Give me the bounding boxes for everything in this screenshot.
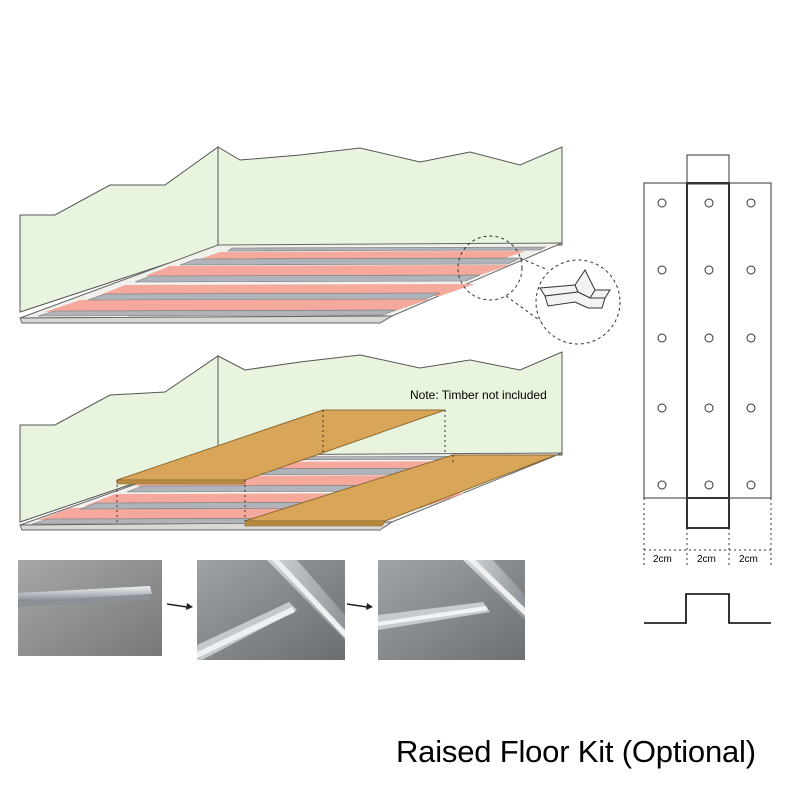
rail-plan-drawing [643,154,772,624]
single-rail-photo [18,560,162,656]
dimension-right: 2cm [739,554,758,565]
rail-cross-section [644,593,771,624]
rail-channel-top-tab [686,154,730,185]
zoom-circle-small [457,235,523,301]
rail-profile-detail [539,269,611,309]
rails-fitted-photo [378,560,525,660]
top-floor-scene [19,146,621,345]
dimension-labels: 2cm 2cm 2cm [653,554,758,565]
rails-joined-photo [197,560,345,660]
dimension-middle: 2cm [697,554,716,565]
rail-channel [686,182,730,529]
middle-left-wall [19,355,219,523]
arrow-icon [165,597,193,616]
page-title: Raised Floor Kit (Optional) [396,734,756,769]
top-left-wall [19,146,219,313]
timber-note: Note: Timber not included [410,388,547,402]
arrow-icon [345,597,373,616]
middle-floor-scene: Note: Timber not included [19,351,563,531]
fixing-holes [657,198,756,490]
dimension-left: 2cm [653,554,672,565]
rail-plate-outline [643,182,772,499]
top-back-wall [217,146,563,248]
